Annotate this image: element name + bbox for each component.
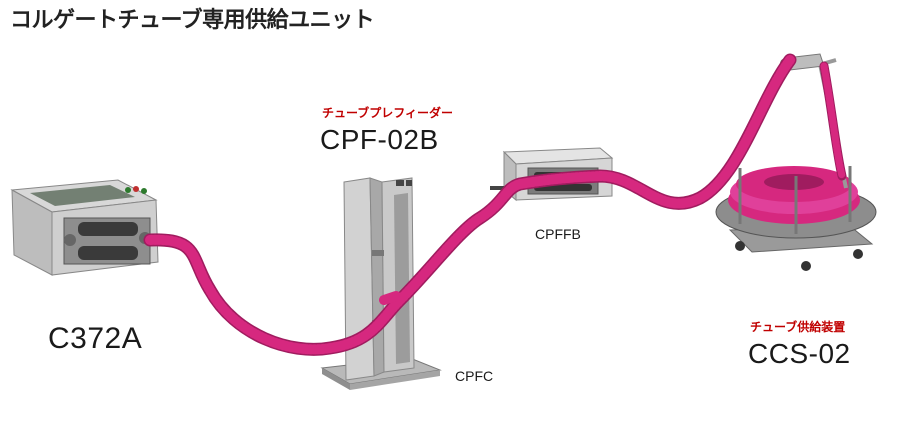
cpf02b-subtitle: チューブプレフィーダー <box>322 106 454 120</box>
c372a-machine <box>10 179 159 276</box>
cpfc-model-label: CPFC <box>455 368 494 384</box>
cpffb-model-label: CPFFB <box>535 226 581 242</box>
corrugated-tube <box>143 53 847 356</box>
page-title: コルゲートチューブ専用供給ユニット <box>10 8 375 33</box>
ccs02-model-label: CCS-02 <box>748 338 851 369</box>
cpf02b-model-label: CPF-02B <box>320 124 439 155</box>
ccs02-subtitle: チューブ供給装置 <box>750 320 846 334</box>
c372a-model-label: C372A <box>48 322 143 355</box>
